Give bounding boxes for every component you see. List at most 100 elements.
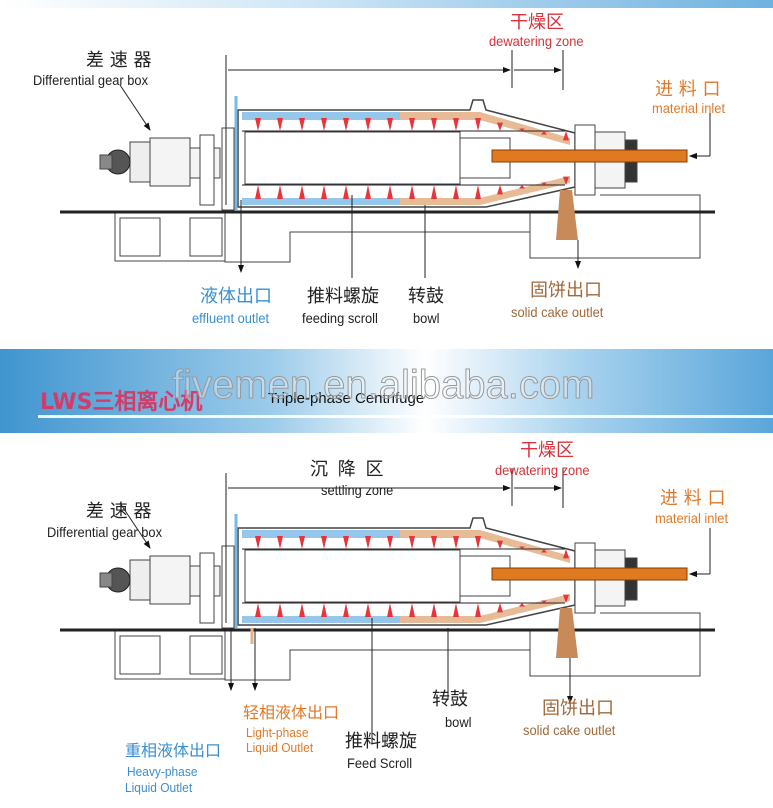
dewatering-label-en: dewatering zone — [495, 462, 590, 478]
scroll-blade — [563, 176, 569, 185]
scroll-label-cn: 推料螺旋 — [345, 731, 417, 752]
banner-title-en: Triple-phase Centrifuge — [268, 390, 425, 407]
scroll-blade — [387, 185, 393, 199]
scroll-blade — [409, 185, 415, 199]
decanter-centrifuge — [60, 50, 715, 278]
scroll-blade — [321, 536, 327, 549]
scroll-blade — [409, 118, 415, 131]
gearbox-label-en: Differential gear box — [33, 72, 149, 88]
scroll-blade — [453, 603, 459, 617]
scroll-blade — [343, 185, 349, 199]
scroll-blade — [299, 536, 305, 549]
solid-layer-top — [400, 112, 570, 145]
scroll-blade — [541, 131, 547, 135]
inlet-label-cn: 进 料 口 — [655, 79, 721, 100]
scroll-blade — [431, 118, 437, 131]
dewatering-label-en: dewatering zone — [489, 33, 584, 49]
scroll-blade — [475, 185, 481, 199]
section-banner: LWS三相离心机 Triple-phase Centrifuge fivemen… — [0, 349, 773, 433]
gearbox-housing — [149, 555, 191, 605]
scroll-blade — [255, 603, 261, 617]
dewatering-label-cn: 干燥区 — [510, 12, 564, 33]
scroll-blade — [387, 536, 393, 549]
machine-frame-right — [529, 194, 701, 259]
motor-box — [189, 217, 223, 257]
bowl-end-plate — [221, 545, 235, 629]
machine-frame — [224, 213, 531, 263]
bowl-label-cn: 转鼓 — [432, 689, 468, 710]
scroll-blade — [541, 600, 547, 603]
effluent-label-cn: 液体出口 — [200, 286, 272, 307]
scroll-blade — [431, 185, 437, 199]
heavy-phase-outlet-label: Liquid Outlet — [125, 780, 193, 795]
top-decor-bar — [0, 0, 773, 8]
scroll-blade — [299, 603, 305, 617]
machine-frame-right — [529, 612, 701, 677]
feed-pipe — [491, 567, 688, 581]
settling-label-en: settling zone — [321, 482, 394, 498]
scroll-blade — [431, 603, 437, 617]
scroll-blade — [343, 603, 349, 617]
inlet-label-en: material inlet — [652, 100, 726, 116]
watermark: fivemen.en.alibaba.com — [171, 363, 595, 408]
scroll-blade — [277, 118, 283, 131]
scroll-blade — [431, 536, 437, 549]
bearing-seat — [199, 552, 215, 624]
scroll-blade — [497, 122, 503, 131]
effluent-label-en: effluent outlet — [192, 310, 270, 326]
scroll-label-en: feeding scroll — [302, 310, 378, 326]
scroll-blade — [387, 603, 393, 617]
cake-discharge — [556, 608, 578, 658]
scroll-hub — [244, 549, 461, 603]
scroll-blade — [563, 594, 569, 603]
bowl-label-cn: 转鼓 — [408, 286, 444, 307]
scroll-blade — [321, 603, 327, 617]
gearbox-housing — [149, 137, 191, 187]
scroll-blade — [343, 536, 349, 549]
scroll-blade — [453, 118, 459, 131]
scroll-blade — [519, 128, 525, 131]
liquid-layer-bottom — [242, 616, 400, 623]
scroll-blade — [255, 118, 261, 131]
scroll-blade — [453, 185, 459, 199]
solid-layer-bottom — [400, 176, 570, 205]
solid-layer-top — [400, 530, 570, 563]
scroll-blade — [255, 185, 261, 199]
scroll-blade — [497, 185, 503, 195]
gearbox-shaft — [99, 154, 113, 170]
liquid-layer-top — [242, 530, 400, 538]
scroll-blade — [321, 118, 327, 131]
scroll-blade — [277, 185, 283, 199]
scroll-label-en: Feed Scroll — [347, 755, 413, 771]
bowl-label-en: bowl — [445, 714, 472, 730]
scroll-hub — [244, 131, 461, 185]
banner-stripe — [38, 415, 773, 418]
gearbox-label-cn: 差 速 器 — [86, 50, 152, 71]
scroll-blade — [387, 118, 393, 131]
light-phase-label-cn: 轻相液体出口 — [243, 703, 340, 722]
scroll-blade — [409, 536, 415, 549]
heavy-phase-label-en: Heavy-phase — [127, 764, 198, 779]
scroll-blade — [453, 536, 459, 549]
scroll-blade — [299, 185, 305, 199]
machine-frame — [224, 631, 531, 681]
scroll-blade — [475, 536, 481, 549]
scroll-label-cn: 推料螺旋 — [307, 286, 379, 307]
scroll-blade — [563, 549, 569, 559]
scroll-blade — [343, 118, 349, 131]
scroll-blade — [255, 536, 261, 549]
scroll-blade — [475, 118, 481, 131]
scroll-blade — [519, 185, 525, 189]
scroll-blade — [541, 549, 547, 553]
gearbox-flange — [129, 559, 151, 601]
cake-label-en: solid cake outlet — [511, 304, 604, 320]
bowl-end-plate — [221, 127, 235, 211]
light-phase-label-en: Light-phase — [246, 725, 309, 740]
liquid-layer-bottom — [242, 198, 400, 205]
scroll-blade — [365, 603, 371, 617]
scroll-blade — [519, 603, 525, 607]
cake-label-cn: 固饼出口 — [542, 698, 614, 719]
banner-title-cn: LWS三相离心机 — [40, 390, 203, 415]
motor-box — [119, 635, 161, 675]
